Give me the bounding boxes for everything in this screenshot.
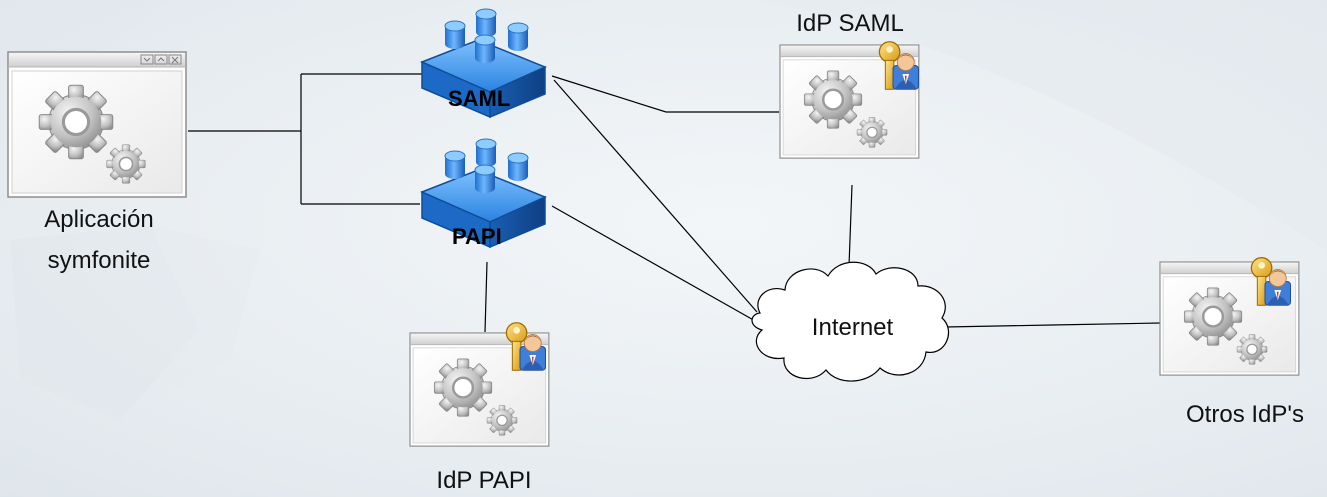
edge-saml-idp-saml xyxy=(551,75,779,113)
window-controls-icon xyxy=(140,54,182,65)
edge-saml-internet xyxy=(553,79,758,313)
edge-papi-idp-papi xyxy=(484,261,488,333)
internet-label: Internet xyxy=(811,314,894,341)
key-user-icon xyxy=(505,322,547,371)
app-label-line2: symfonite xyxy=(47,247,151,274)
idp-saml-label: IdP SAML xyxy=(796,10,904,37)
app-label-line1: Aplicación xyxy=(44,206,154,233)
other-idps-label: Otros IdP's xyxy=(1186,401,1304,428)
connector-lines xyxy=(188,73,1161,333)
edge-idp-saml-internet xyxy=(848,184,853,267)
idp-papi-label: IdP PAPI xyxy=(436,467,532,494)
papi-module-label: PAPI xyxy=(452,224,502,249)
saml-module-label: SAML xyxy=(448,86,511,111)
edge-internet-other-idps xyxy=(944,322,1161,328)
edge-papi-internet xyxy=(551,205,758,323)
app-window-icon xyxy=(8,52,186,197)
cloud-icon xyxy=(751,261,950,382)
background-decoration xyxy=(10,0,1327,420)
